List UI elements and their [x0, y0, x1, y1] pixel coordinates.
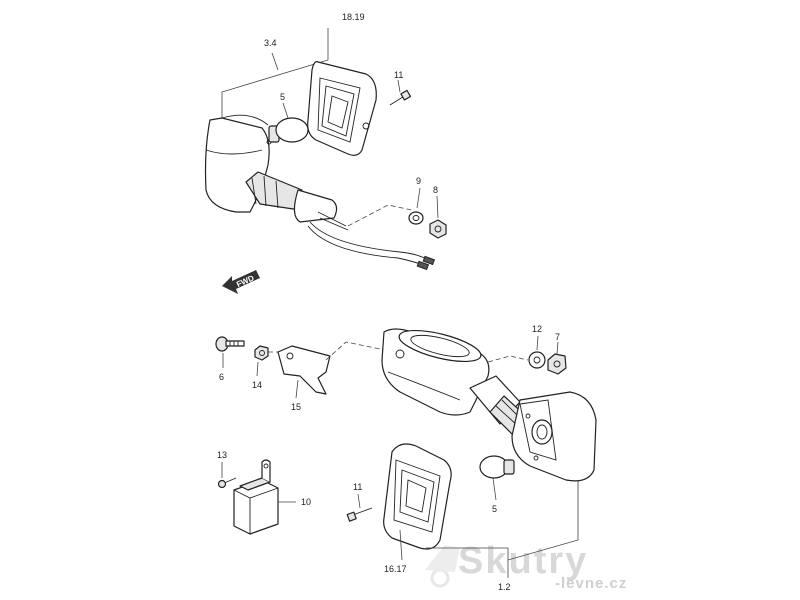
callout-14: 14	[252, 380, 262, 390]
watermark-sub: -levne.cz	[555, 575, 627, 592]
bottom-mount-bracket	[381, 328, 529, 435]
top-bulb	[268, 102, 309, 143]
callout-11-top: 11	[394, 70, 403, 80]
relay-10	[233, 459, 296, 535]
bottom-lamp-housing	[511, 391, 597, 482]
bracket-3-4	[221, 28, 329, 120]
top-washer-9	[408, 187, 424, 225]
washer-12	[528, 335, 546, 369]
top-stem-assembly	[245, 171, 436, 271]
callout-labels: 3.4 18.19 5 11 9 8 6 14 15 12 7 13 10 11…	[217, 12, 560, 592]
bracket-15	[277, 345, 331, 399]
bottom-lens	[383, 443, 452, 561]
nut-14	[254, 345, 269, 377]
callout-12: 12	[532, 324, 542, 334]
top-screw	[389, 79, 412, 106]
callout-16-17: 16.17	[384, 564, 407, 574]
callout-1-2: 1.2	[498, 582, 511, 592]
callout-7: 7	[555, 332, 560, 342]
bolt-6	[215, 336, 245, 368]
callout-13: 13	[217, 450, 227, 460]
callout-10: 10	[301, 497, 311, 507]
nut-7	[547, 341, 567, 375]
top-nut-8	[429, 195, 447, 239]
top-lens	[307, 61, 377, 156]
callout-9: 9	[416, 176, 421, 186]
callout-5-bottom: 5	[492, 504, 497, 514]
bracket-1-2	[426, 480, 579, 578]
callout-15: 15	[291, 402, 301, 412]
callout-6: 6	[219, 372, 224, 382]
callout-5-top: 5	[280, 92, 285, 102]
fwd-label: FWD	[235, 273, 256, 289]
screw-13	[217, 462, 237, 489]
scooter-logo-icon	[425, 545, 460, 588]
bottom-bulb	[479, 455, 515, 501]
bottom-screw	[346, 493, 373, 522]
watermark: Skutry -levne.cz	[425, 540, 627, 592]
callout-3-4: 3.4	[264, 38, 277, 48]
callout-11-bottom: 11	[353, 482, 362, 492]
callout-8: 8	[433, 185, 438, 195]
watermark-brand: Skutry	[458, 540, 588, 582]
fwd-arrow-icon: FWD	[222, 270, 260, 294]
callout-18-19: 18.19	[342, 12, 365, 22]
